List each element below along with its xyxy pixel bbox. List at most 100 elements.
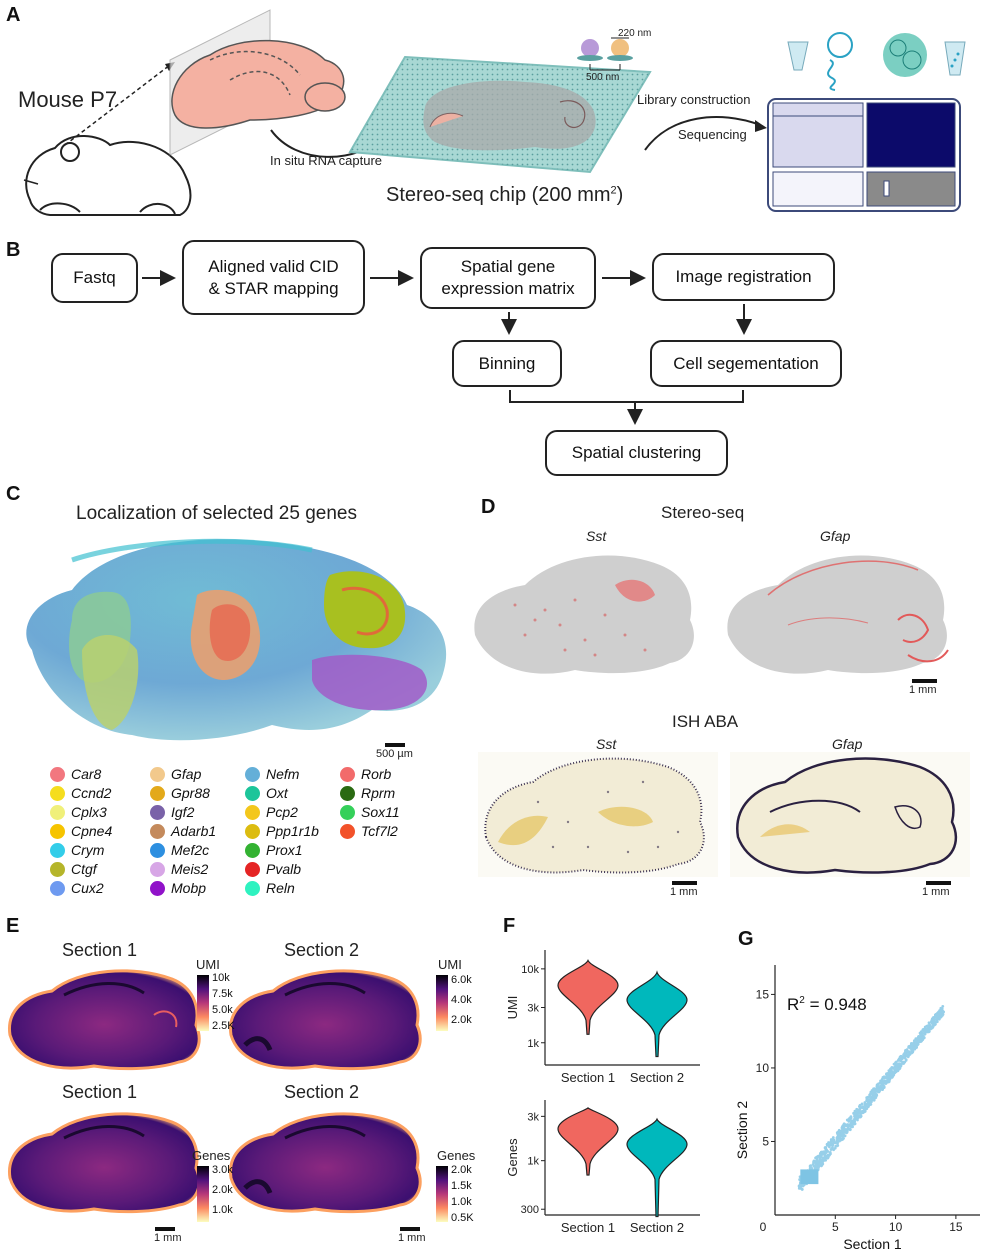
box-fastq: Fastq xyxy=(51,253,138,303)
legend-label: Ccnd2 xyxy=(71,785,112,801)
umi-map-section1 xyxy=(8,969,201,1071)
legend-swatch xyxy=(150,766,165,782)
e-section1-top: Section 1 xyxy=(62,940,138,960)
ish-gene-gfap: Gfap xyxy=(832,736,863,752)
legend-swatch xyxy=(245,804,260,820)
ish-title: ISH ABA xyxy=(672,712,739,731)
legend-label: Gpr88 xyxy=(171,785,210,801)
legend-label: Reln xyxy=(266,880,295,896)
legend-swatch xyxy=(245,842,260,858)
scalebar-d-ish-1-label: 1 mm xyxy=(670,886,698,898)
legend-item-cpne4: Cpne4 xyxy=(50,823,112,839)
capture-label: In situ RNA capture xyxy=(270,153,382,168)
legend-item-ctgf: Ctgf xyxy=(50,861,97,877)
legend-label: Tcf7l2 xyxy=(361,823,398,839)
panel-label-b: B xyxy=(6,239,21,261)
legend-item-ppp1r1b: Ppp1r1b xyxy=(245,823,319,839)
gene-localization-map xyxy=(26,538,447,741)
x-axis-label: Section 1 xyxy=(843,1236,902,1252)
legend-swatch xyxy=(150,823,165,839)
x-tick-label: 0 xyxy=(760,1220,767,1234)
legend-item-reln: Reln xyxy=(245,880,295,896)
colorbar-tick: 7.5k xyxy=(212,988,233,1000)
flowchart-arrows xyxy=(142,270,752,425)
legend-item-cux2: Cux2 xyxy=(50,880,104,896)
colorbar-tick: 2.0k xyxy=(212,1184,233,1196)
mouse-label: Mouse P7 xyxy=(18,87,118,112)
panel-label-g: G xyxy=(738,928,754,950)
legend-swatch xyxy=(245,766,260,782)
legend-item-nefm: Nefm xyxy=(245,766,299,782)
spot-size-label: 220 nm xyxy=(618,28,652,39)
umi-colorbar-s2 xyxy=(436,975,448,1031)
y-tick-label: 15 xyxy=(756,987,770,1001)
scalebar-e-2-label: 1 mm xyxy=(398,1232,426,1244)
scalebar-e-1 xyxy=(155,1227,175,1231)
genes-map-section2 xyxy=(229,1112,422,1214)
legend-swatch xyxy=(50,861,65,877)
stereo-sst-map xyxy=(474,555,694,674)
legend-swatch xyxy=(50,785,65,801)
legend-item-meis2: Meis2 xyxy=(150,861,208,877)
y-tick-label: 3k xyxy=(527,1111,539,1123)
y-tick-label: 10k xyxy=(521,964,539,976)
library-label: Library construction xyxy=(637,92,751,107)
genes-label-s2: Genes xyxy=(437,1148,476,1163)
legend-swatch xyxy=(150,842,165,858)
legend-label: Igf2 xyxy=(171,804,195,820)
legend-item-oxt: Oxt xyxy=(245,785,288,801)
legend-item-adarb1: Adarb1 xyxy=(150,823,216,839)
legend-label: Mobp xyxy=(171,880,207,896)
legend-label: Rorb xyxy=(361,766,392,782)
spot-pitch-label: 500 nm xyxy=(586,72,620,83)
colorbar-tick: 5.0k xyxy=(212,1004,233,1016)
legend-item-pvalb: Pvalb xyxy=(245,861,301,877)
legend-swatch xyxy=(340,785,355,801)
legend-swatch xyxy=(150,804,165,820)
umi-label-s2: UMI xyxy=(438,957,462,972)
legend-label: Mef2c xyxy=(171,842,210,858)
scatter-dense-cluster xyxy=(800,1169,819,1185)
scalebar-d-stereo xyxy=(912,679,937,683)
legend-item-igf2: Igf2 xyxy=(150,804,194,820)
legend-label: Car8 xyxy=(71,766,102,782)
legend-label: Cux2 xyxy=(71,880,104,896)
scalebar-e-1-label: 1 mm xyxy=(154,1232,182,1244)
legend-label: Rprm xyxy=(361,785,396,801)
stereo-title: Stereo-seq xyxy=(661,503,745,522)
legend-swatch xyxy=(150,880,165,896)
x-tick-label: 15 xyxy=(949,1220,963,1234)
chip-label: Stereo-seq chip (200 mm2) xyxy=(386,184,624,206)
legend-item-mobp: Mobp xyxy=(150,880,206,896)
legend-label: Crym xyxy=(71,842,105,858)
legend-label: Ctgf xyxy=(71,861,97,877)
x-tick-label: Section 2 xyxy=(630,1070,684,1085)
sequencing-arrow xyxy=(644,116,767,151)
scalebar-d-ish-2 xyxy=(926,881,951,885)
violin-2 xyxy=(626,1117,688,1218)
violin-1 xyxy=(557,958,619,1035)
legend-swatch xyxy=(340,766,355,782)
colorbar-tick: 4.0k xyxy=(451,994,472,1006)
scatter-points xyxy=(797,1005,946,1191)
legend-label: Ppp1r1b xyxy=(266,823,319,839)
sequencer-icon xyxy=(767,98,961,212)
legend-swatch xyxy=(50,804,65,820)
colorbar-tick: 10k xyxy=(212,972,230,984)
scalebar-d-stereo-label: 1 mm xyxy=(909,684,937,696)
box-aligned: Aligned valid CID& STAR mapping xyxy=(182,240,365,315)
violin-1 xyxy=(557,1107,619,1176)
legend-item-prox1: Prox1 xyxy=(245,842,303,858)
r-squared-annotation: R2 = 0.948 xyxy=(787,995,867,1014)
x-tick-label: 5 xyxy=(832,1220,839,1234)
genes-colorbar-s1 xyxy=(197,1166,209,1222)
y-axis-label: Genes xyxy=(505,1138,520,1177)
spot-illustration xyxy=(577,37,633,71)
stereo-gfap-map xyxy=(727,555,949,674)
mouse-outline xyxy=(23,135,192,216)
y-tick-label: 1k xyxy=(527,1156,539,1168)
panel-label-d: D xyxy=(481,496,496,518)
brain-illustration xyxy=(169,9,346,156)
